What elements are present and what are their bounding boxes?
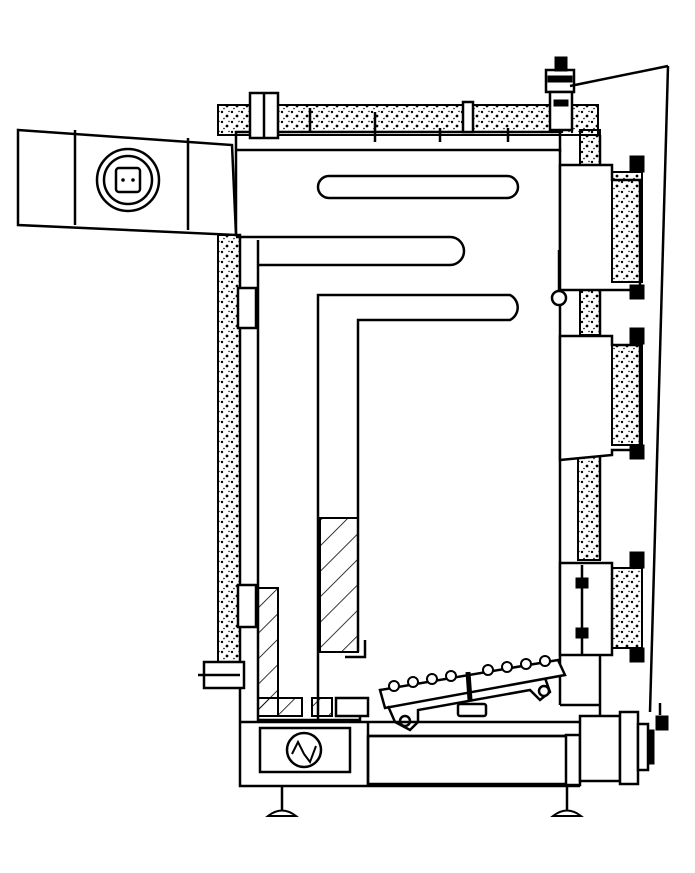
outer-cover-line (648, 65, 670, 713)
air-vent-fitting (461, 100, 475, 134)
baffle-refractory (319, 517, 359, 653)
top-plate (234, 130, 562, 152)
top-rivets (308, 108, 510, 142)
bottom-block (334, 696, 370, 718)
safety-valve (544, 56, 669, 132)
fan-icon (258, 726, 352, 774)
feet (265, 786, 584, 817)
upper-cleaning-port (236, 286, 258, 330)
bottom-refractory-left (257, 697, 303, 717)
drain-inlet-pipe (564, 710, 655, 787)
combustion-air-duct (366, 734, 570, 786)
flow-connection-pipe (248, 91, 280, 140)
baffle-end (345, 640, 367, 659)
lower-cleaning-port (236, 583, 258, 629)
water-tube-top (316, 174, 520, 200)
flue-passage-upper (236, 235, 466, 267)
bottom-refractory-mid (311, 697, 333, 717)
grate (378, 655, 567, 732)
lower-ash-door[interactable] (558, 551, 645, 663)
sight-glass-icon (95, 147, 161, 213)
flue-baffle-passage (316, 293, 519, 720)
middle-door[interactable] (558, 327, 645, 462)
water-jacket-inner-right (236, 148, 562, 705)
thermometer-sensor-icon (655, 703, 669, 731)
insulation-layer (217, 104, 601, 666)
upper-door[interactable] (550, 155, 645, 307)
left-refractory (257, 587, 279, 717)
return-pipe (198, 660, 246, 690)
